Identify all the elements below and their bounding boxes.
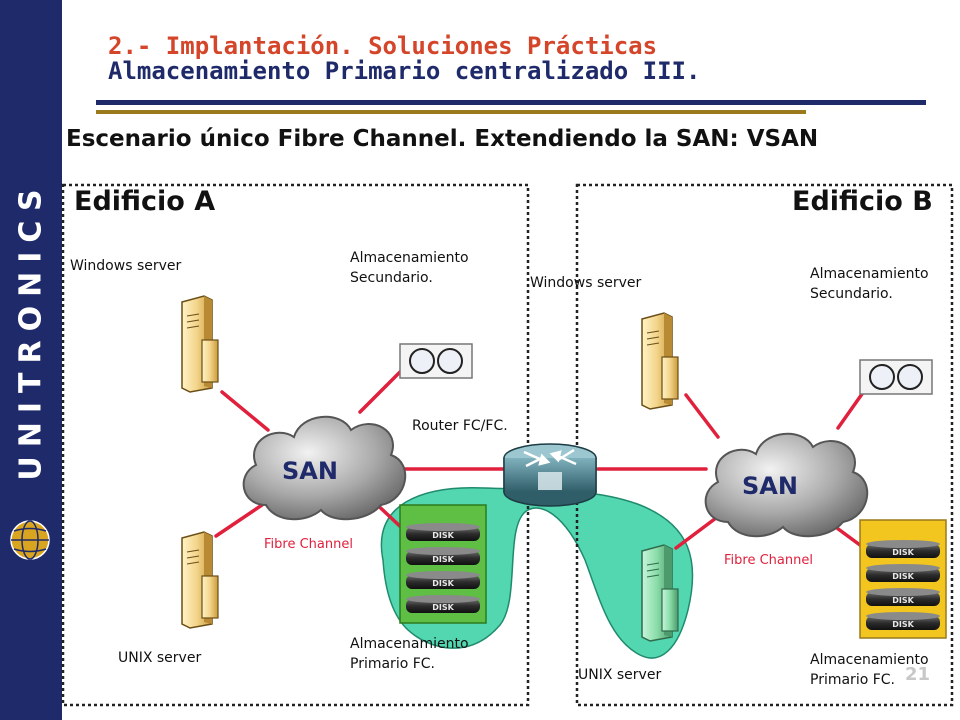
disk-platter xyxy=(866,564,940,582)
disk-label: DISK xyxy=(892,572,914,581)
disk-label: DISK xyxy=(432,603,454,612)
globe-logo-icon xyxy=(10,520,50,560)
primary-storage-label-a-line2: Primario FC. xyxy=(350,656,435,672)
san-label-a: SAN xyxy=(282,457,338,485)
building-b-title: Edificio B xyxy=(792,186,933,217)
primary-storage-label-b-line1: Almacenamiento xyxy=(810,652,929,668)
fc-router-icon xyxy=(503,443,597,507)
secondary-storage-label-b: Almacenamiento Secundario. xyxy=(810,264,929,304)
slide-subtitle: Escenario único Fibre Channel. Extendien… xyxy=(66,126,819,152)
slide-title-line2: Almacenamiento Primario centralizado III… xyxy=(108,57,701,85)
secondary-storage-label-b-line1: Almacenamiento xyxy=(810,266,929,282)
disk-array-icon: DISK DISK DISK DISK xyxy=(399,504,487,624)
server-tower-icon xyxy=(181,531,219,629)
unix-server-label-b: UNIX server xyxy=(578,667,662,683)
secondary-storage-label-a-line1: Almacenamiento xyxy=(350,250,469,266)
disk-platter xyxy=(406,547,480,565)
fibre-links xyxy=(214,368,866,550)
server-tower-icon xyxy=(181,295,219,393)
page-number: 21 xyxy=(905,664,931,685)
disk-platter xyxy=(406,595,480,613)
disk-platter xyxy=(866,612,940,630)
router-label: Router FC/FC. xyxy=(412,418,508,434)
disk-array-icon: DISK DISK DISK DISK xyxy=(859,519,947,639)
san-cloud-icon xyxy=(242,415,407,521)
windows-server-label-a: Windows server xyxy=(70,258,182,274)
slide-title-line1: 2.- Implantación. Soluciones Prácticas xyxy=(108,32,658,60)
primary-storage-label-a-line1: Almacenamiento xyxy=(350,636,469,652)
tape-library-icon xyxy=(859,359,933,395)
brand-sidebar xyxy=(0,0,62,720)
fibre-channel-label-a: Fibre Channel xyxy=(264,537,353,552)
building-a-title: Edificio A xyxy=(74,186,216,217)
primary-storage-label-b-line2: Primario FC. xyxy=(810,672,895,688)
san-label-b: SAN xyxy=(742,472,798,500)
server-tower-icon xyxy=(641,544,679,642)
disk-label: DISK xyxy=(432,531,454,540)
primary-storage-label-a: Almacenamiento Primario FC. xyxy=(350,634,469,674)
disk-label: DISK xyxy=(892,548,914,557)
disk-label: DISK xyxy=(432,579,454,588)
server-tower-icon xyxy=(641,312,679,410)
building-b-outline xyxy=(575,183,954,707)
disk-label: DISK xyxy=(892,620,914,629)
tape-library-icon xyxy=(399,343,473,379)
windows-server-label-b: Windows server xyxy=(530,275,642,291)
disk-platter xyxy=(866,540,940,558)
disk-platter xyxy=(866,588,940,606)
san-cloud-icon xyxy=(704,432,869,538)
title-rule-navy xyxy=(96,100,926,105)
building-a-outline xyxy=(61,183,530,707)
title-rule-gold xyxy=(96,110,806,114)
primary-storage-label-b: Almacenamiento Primario FC. xyxy=(810,650,929,690)
disk-label: DISK xyxy=(432,555,454,564)
fibre-channel-label-b: Fibre Channel xyxy=(724,553,813,568)
secondary-storage-label-a: Almacenamiento Secundario. xyxy=(350,248,469,288)
disk-platter xyxy=(406,571,480,589)
disk-platter xyxy=(406,523,480,541)
secondary-storage-label-b-line2: Secundario. xyxy=(810,286,893,302)
secondary-storage-label-a-line2: Secundario. xyxy=(350,270,433,286)
disk-label: DISK xyxy=(892,596,914,605)
unix-server-label-a: UNIX server xyxy=(118,650,202,666)
